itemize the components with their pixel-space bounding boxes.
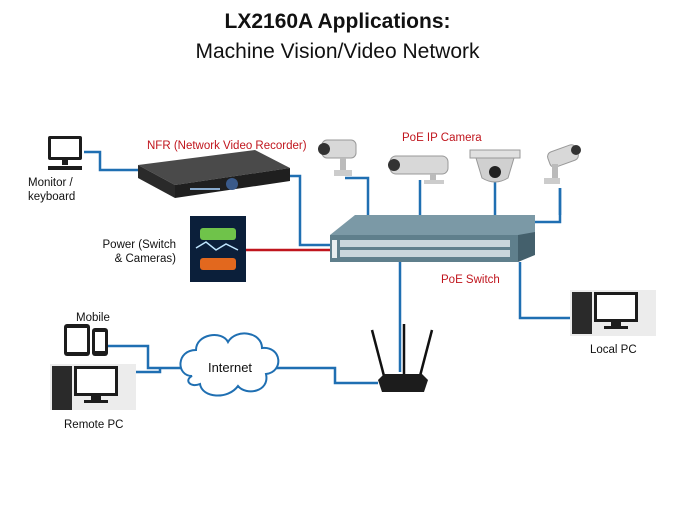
nfr-label: NFR (Network Video Recorder) — [147, 140, 307, 152]
desktop-pc-icon — [50, 364, 136, 410]
monitor-label: Monitor / keyboard — [28, 176, 75, 204]
switch-icon — [330, 215, 535, 262]
mobile-icon — [64, 324, 108, 356]
local-pc-label: Local PC — [590, 344, 637, 356]
desktop-pc-icon — [570, 290, 656, 336]
power-supply-icon — [190, 216, 246, 282]
remote-pc-label: Remote PC — [64, 419, 124, 431]
power-label-line1: Power (Switch — [102, 239, 177, 251]
diagram-subtitle: Machine Vision/Video Network — [195, 40, 480, 63]
poe-camera-label: PoE IP Camera — [402, 132, 482, 144]
camera-icon — [469, 149, 521, 183]
monitor-label-line2: keyboard — [28, 191, 76, 203]
internet-label: Internet — [208, 360, 252, 375]
poe-switch-label: PoE Switch — [441, 274, 500, 286]
monitor-icon — [48, 136, 82, 170]
power-label-line2: & Cameras) — [114, 253, 176, 265]
mobile-label: Mobile — [76, 312, 110, 324]
camera-icon — [544, 144, 581, 184]
power-label: Power (Switch & Cameras) — [96, 238, 177, 266]
cloud-icon: Internet — [179, 332, 280, 397]
nvr-icon — [138, 150, 290, 198]
router-icon — [370, 324, 434, 392]
diagram-title: LX2160A Applications: — [224, 10, 451, 33]
monitor-label-line1: Monitor / — [28, 177, 73, 189]
camera-icon — [318, 139, 357, 176]
camera-icon — [388, 155, 449, 184]
